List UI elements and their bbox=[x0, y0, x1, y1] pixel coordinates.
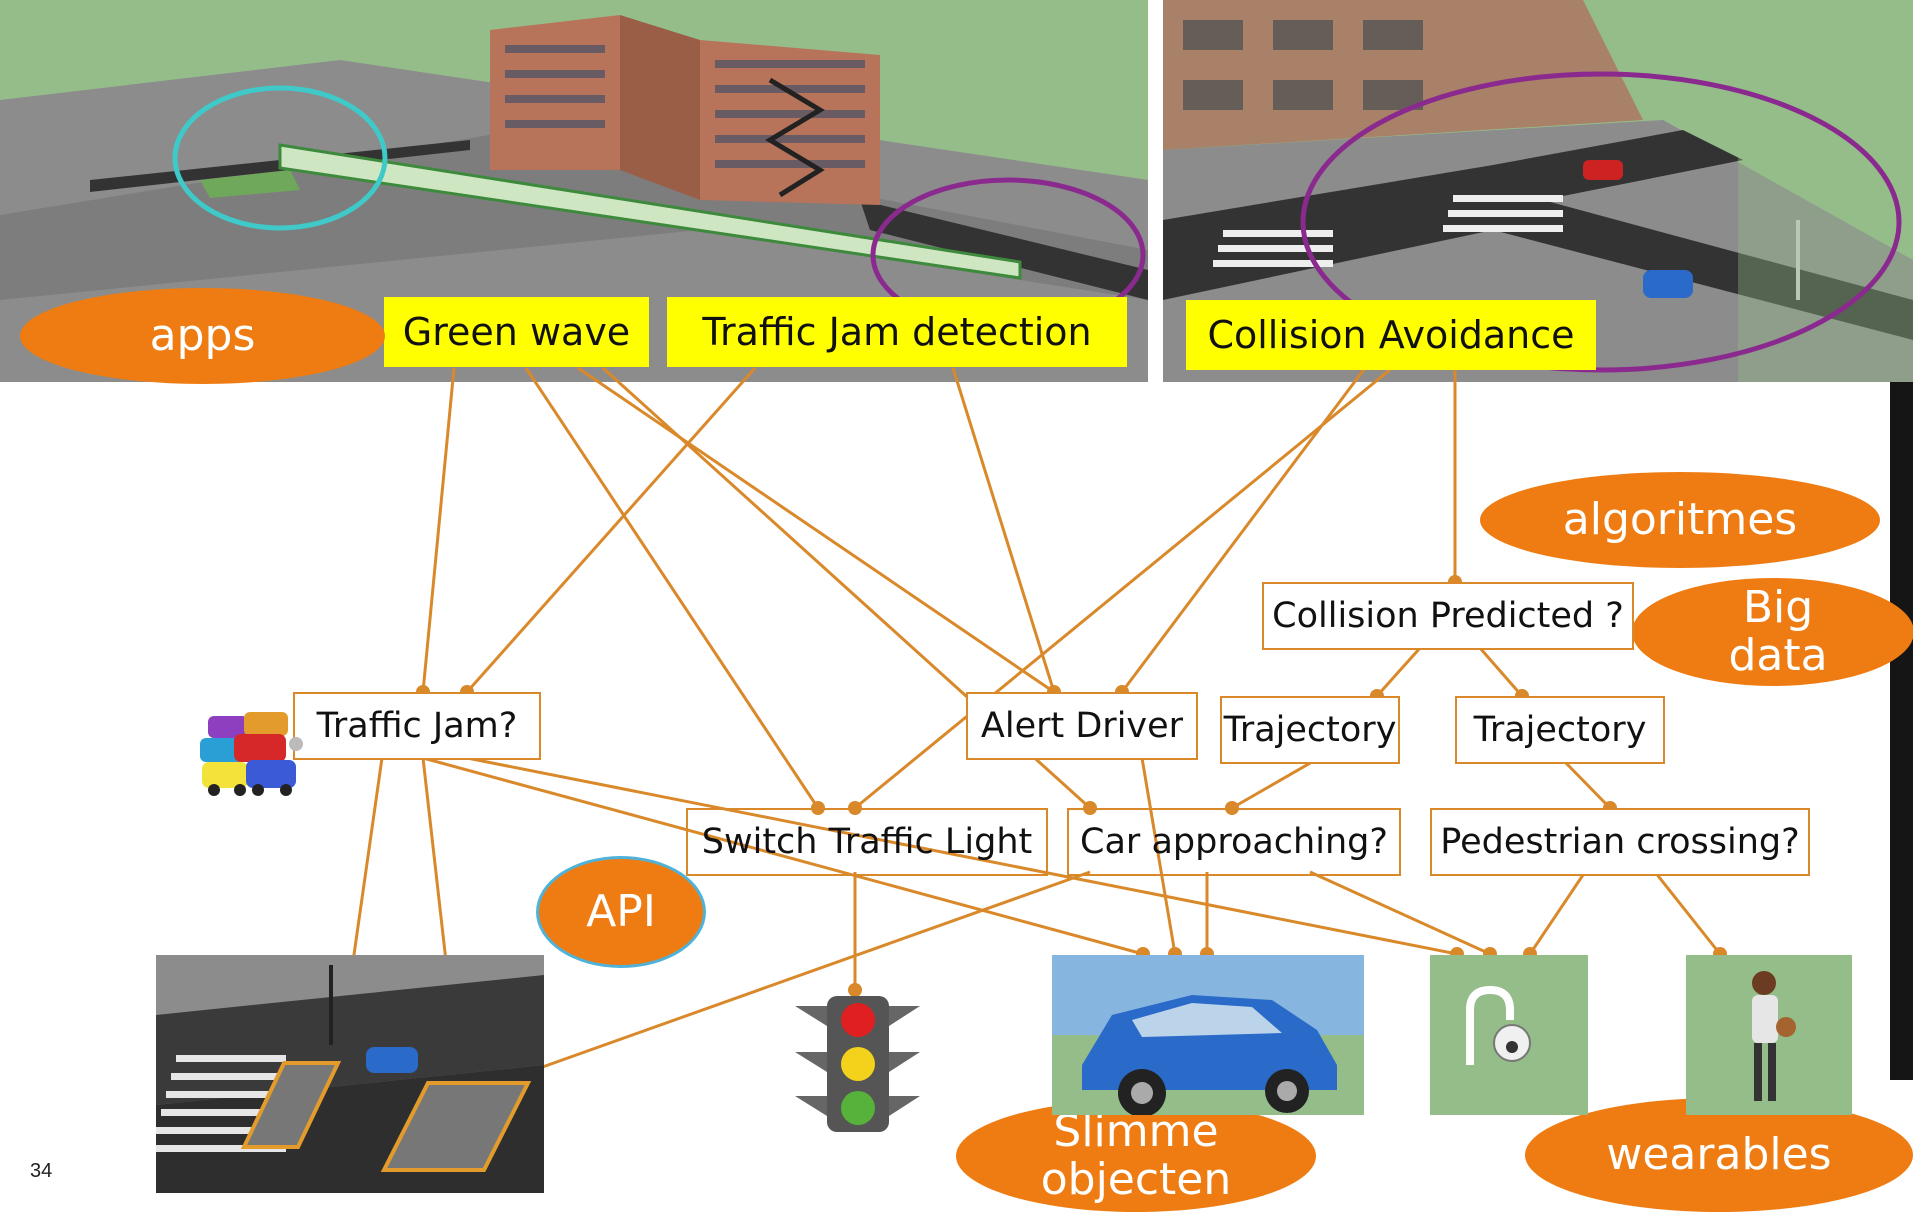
link-alert-carpic bbox=[1140, 757, 1177, 955]
oval-wearables: wearables bbox=[1525, 1098, 1913, 1212]
link-car-camera bbox=[1309, 870, 1491, 956]
link-ca-switch bbox=[854, 366, 1393, 810]
edge-bar bbox=[1890, 382, 1913, 1080]
label-traffic-jam-detection: Traffic Jam detection bbox=[667, 297, 1127, 367]
node-trajectory-2: Trajectory bbox=[1455, 696, 1665, 764]
oval-algoritmes: algoritmes bbox=[1480, 472, 1880, 568]
smart-camera-image bbox=[1430, 955, 1588, 1115]
link-jam-camera bbox=[466, 756, 1458, 956]
link-car-crossing bbox=[491, 870, 1091, 1087]
link-traj2-ped bbox=[1563, 760, 1612, 810]
smart-car-image bbox=[1052, 955, 1364, 1115]
page-number: 34 bbox=[30, 1160, 53, 1182]
traffic-light-icon bbox=[795, 996, 920, 1132]
link-tjd-alert bbox=[951, 367, 1056, 693]
pedestrian-wearable-image bbox=[1686, 955, 1852, 1115]
node-traffic-jam: Traffic Jam? bbox=[293, 692, 541, 760]
link-green-alert bbox=[577, 366, 1055, 694]
link-traj1-car bbox=[1231, 760, 1313, 810]
label-collision-avoidance: Collision Avoidance bbox=[1186, 300, 1596, 370]
link-tjd-jam bbox=[465, 367, 757, 693]
link-ped-wearable bbox=[1653, 871, 1722, 955]
link-pred-traj1 bbox=[1375, 646, 1422, 698]
crossing-scene-image bbox=[156, 955, 544, 1193]
node-collision-predicted: Collision Predicted ? bbox=[1262, 582, 1634, 650]
node-pedestrian-crossing: Pedestrian crossing? bbox=[1430, 808, 1810, 876]
link-ped-camera bbox=[1528, 871, 1587, 955]
oval-api: API bbox=[536, 856, 706, 968]
link-jam-carpic bbox=[422, 756, 1144, 956]
node-alert-driver: Alert Driver bbox=[966, 692, 1198, 760]
oval-apps: apps bbox=[20, 288, 385, 384]
label-green-wave: Green wave bbox=[384, 297, 649, 367]
link-green-switch bbox=[524, 367, 820, 809]
traffic-jam-cars-icon bbox=[200, 712, 303, 796]
node-car-approaching: Car approaching? bbox=[1067, 808, 1401, 876]
link-pred-traj2 bbox=[1478, 647, 1524, 697]
link-green-jam bbox=[421, 367, 456, 693]
node-trajectory-1: Trajectory bbox=[1220, 696, 1400, 764]
node-switch-traffic-light: Switch Traffic Light bbox=[686, 808, 1048, 876]
